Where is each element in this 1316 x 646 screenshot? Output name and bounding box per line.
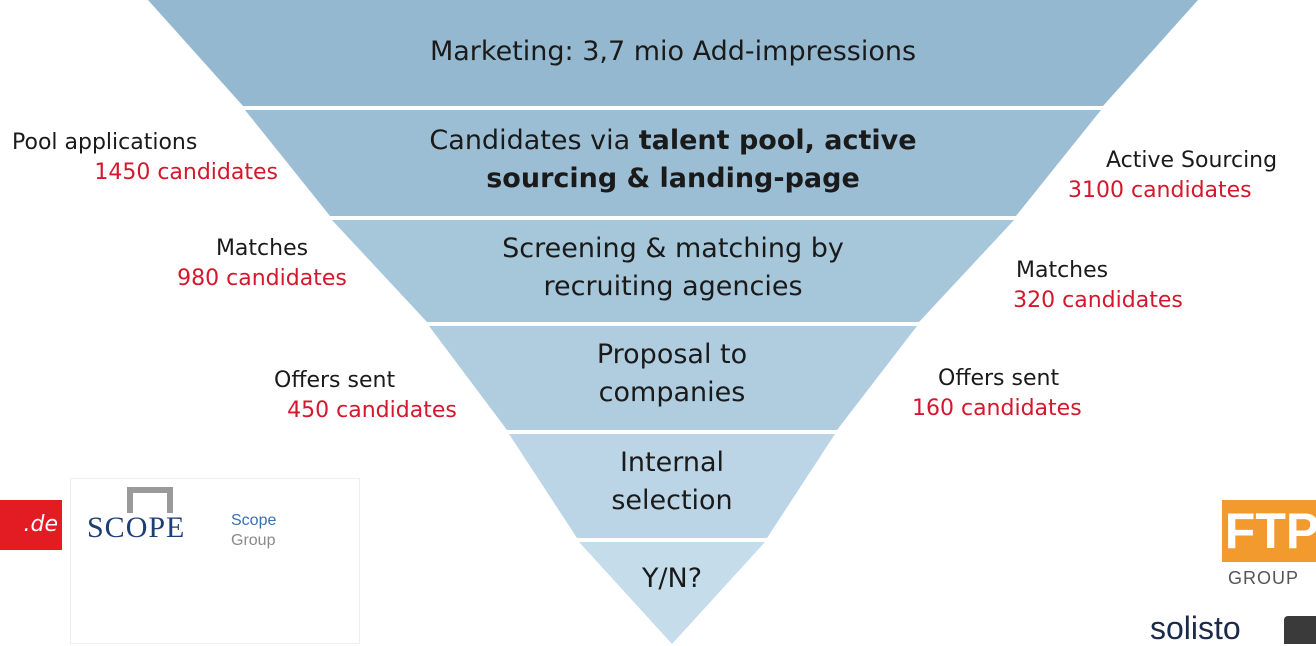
level-6-label: Y/N?	[641, 563, 703, 594]
scope-logo-word: SCOPE	[87, 511, 186, 544]
level-1-label: Marketing: 3,7 mio Add-impressions	[429, 36, 917, 67]
right-label-active-sourcing-value: 3100 candidates	[1068, 178, 1252, 203]
level-2-label-bold-2: sourcing & landing-page	[486, 163, 860, 194]
scope-group-line-1: Scope	[231, 512, 277, 529]
left-label-offers: Offers sent 450 candidates	[262, 366, 482, 426]
right-label-active-sourcing: Active Sourcing 3100 candidates	[1068, 146, 1316, 206]
right-label-offers-title: Offers sent	[938, 366, 1060, 391]
funnel-level-6-shape	[579, 542, 765, 644]
funnel-level-1-text: Marketing: 3,7 mio Add-impressions	[243, 33, 1103, 71]
level-3-label-line-1: Screening & matching by	[502, 233, 844, 264]
right-label-offers: Offers sent 160 candidates	[912, 364, 1132, 424]
left-label-matches-title: Matches	[215, 236, 309, 261]
right-label-matches-value: 320 candidates	[1013, 288, 1183, 313]
right-label-active-sourcing-title: Active Sourcing	[1106, 148, 1278, 173]
left-label-offers-value: 450 candidates	[287, 398, 457, 423]
left-label-matches: Matches 980 candidates	[160, 234, 364, 294]
funnel-level-2-text: Candidates via talent pool, active sourc…	[330, 122, 1016, 198]
level-2-label-plain: Candidates via	[429, 125, 639, 156]
right-label-matches-title: Matches	[1016, 258, 1109, 283]
funnel-level-3-shape	[332, 220, 1014, 322]
partner-logo-dark-icon	[1284, 616, 1316, 644]
left-label-pool: Pool applications 1450 candidates	[8, 128, 278, 188]
partner-logo-red-text: .de	[23, 512, 59, 537]
right-label-offers-value: 160 candidates	[912, 396, 1082, 421]
funnel-level-1-shape	[148, 0, 1198, 106]
solisto-logo: solisto	[1150, 610, 1241, 646]
level-5-label-line-2: selection	[611, 485, 733, 516]
scope-group-name: Scope Group	[231, 511, 276, 551]
scope-group-line-2: Group	[231, 532, 276, 549]
funnel-level-5-shape	[509, 434, 835, 538]
funnel-level-6-text: Y/N?	[600, 560, 744, 598]
level-2-label-bold-1: talent pool, active	[638, 125, 917, 156]
left-label-matches-value: 980 candidates	[177, 266, 347, 291]
scope-frame-icon	[127, 487, 173, 513]
funnel-level-2-shape	[245, 110, 1101, 216]
level-4-label-line-2: companies	[598, 377, 746, 408]
partner-logo-red: .de	[0, 500, 62, 550]
funnel-level-5-text: Internal selection	[577, 444, 767, 520]
right-label-matches: Matches 320 candidates	[988, 256, 1208, 316]
left-label-pool-value: 1450 candidates	[94, 160, 278, 185]
left-label-offers-title: Offers sent	[274, 368, 396, 393]
funnel-level-4-text: Proposal to companies	[507, 336, 837, 412]
level-4-label-line-1: Proposal to	[596, 339, 748, 370]
scope-group-logo-card: SCOPE Scope Group	[70, 478, 360, 644]
left-label-pool-title: Pool applications	[12, 130, 198, 155]
funnel-level-3-text: Screening & matching by recruiting agenc…	[427, 230, 919, 306]
level-5-label-line-1: Internal	[619, 447, 725, 478]
level-3-label-line-2: recruiting agencies	[543, 271, 803, 302]
ftp-group-logo: FTP GROUP	[1212, 500, 1316, 594]
ftp-logo-group-text: GROUP	[1228, 568, 1300, 588]
ftp-logo-box: FTP	[1222, 500, 1316, 562]
funnel-level-4-shape	[429, 326, 917, 430]
